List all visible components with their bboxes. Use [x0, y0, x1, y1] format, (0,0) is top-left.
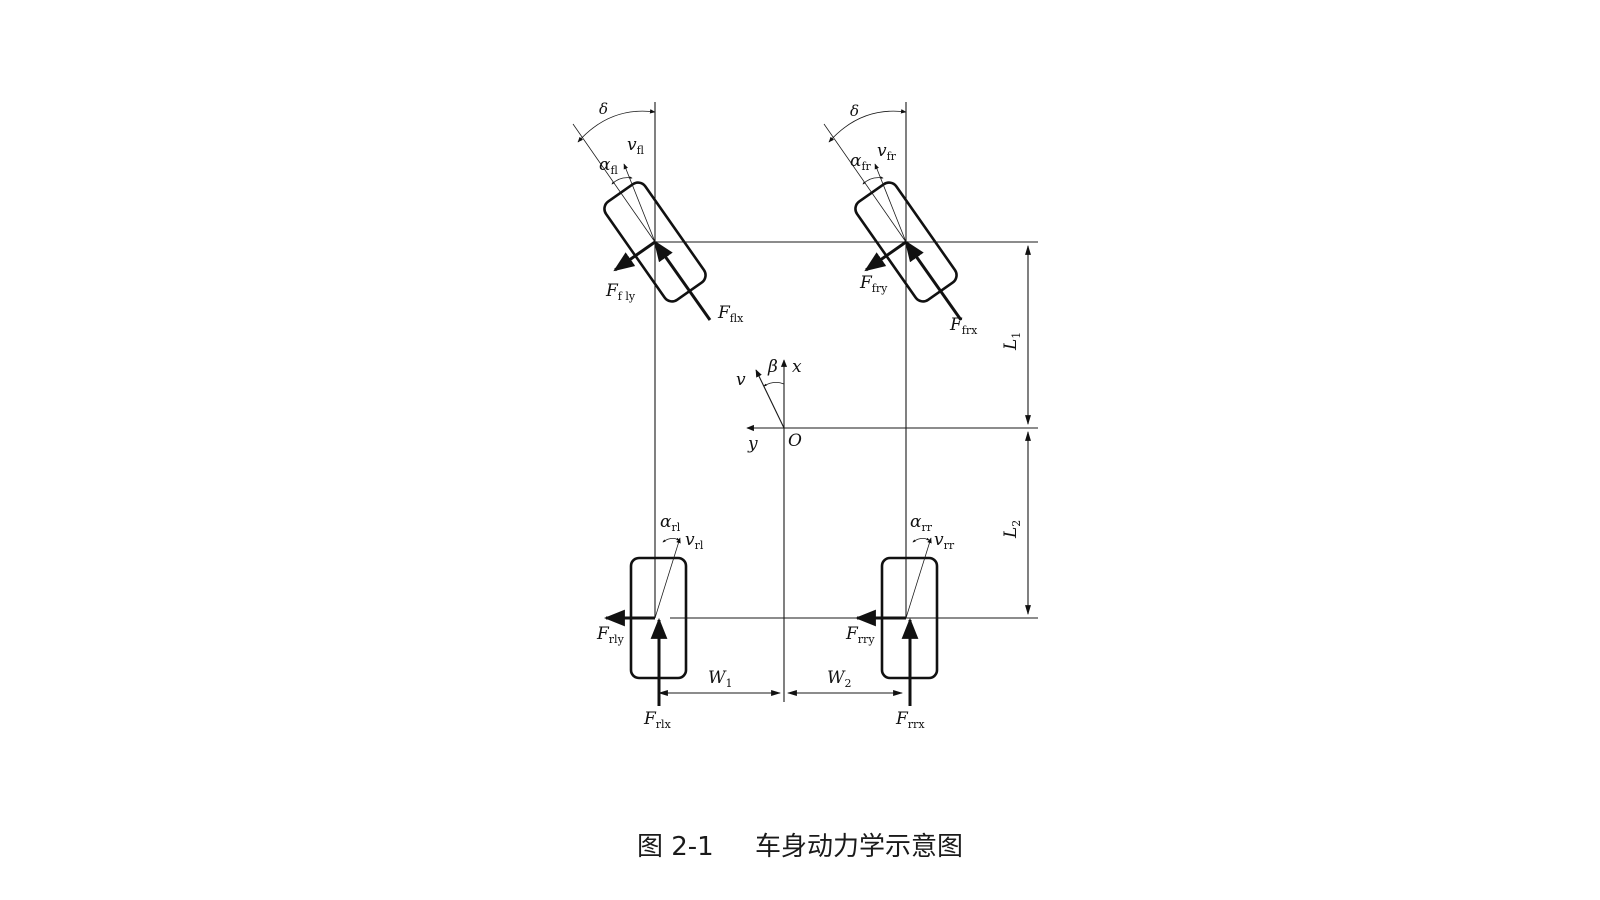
x-axis-label: x [792, 357, 802, 377]
velocity-vector [755, 369, 785, 429]
figure-title: 车身动力学示意图 [755, 832, 964, 862]
l1-label: L1 [1001, 332, 1023, 351]
rear-left-velocity-label: vrl [685, 530, 704, 552]
rear-left-longitudinal-force-label: Frlx [643, 709, 672, 731]
front-right-longitudinal-force [904, 240, 963, 321]
rear-right-velocity-vector [905, 537, 932, 619]
rear-left-velocity-vector [654, 537, 681, 619]
figure-number: 图 2-1 [636, 832, 714, 862]
front-right-steer-angle-arc [828, 109, 907, 143]
front-left-steer-angle-arc [577, 109, 656, 143]
rear-right-wheel: αrr vrr Frry Frrx [845, 512, 955, 731]
front-right-lateral-force [864, 240, 907, 272]
rear-right-slip-angle-label: αrr [910, 512, 933, 534]
front-left-velocity-vector [623, 163, 656, 243]
figure-caption: 图 2-1 车身动力学示意图 [0, 826, 1600, 863]
beta-angle-arc [763, 382, 785, 387]
front-right-velocity-vector [874, 163, 907, 243]
front-left-velocity-label: vfl [627, 135, 645, 157]
rear-right-longitudinal-force-label: Frrx [895, 709, 925, 731]
front-right-steer-angle-label: δ [850, 102, 859, 120]
rear-right-slip-angle-arc [912, 537, 930, 543]
front-left-longitudinal-force [653, 240, 712, 321]
rear-left-slip-angle-label: αrl [660, 512, 681, 534]
l2-label: L2 [1001, 520, 1023, 539]
rear-right-velocity-label: vrr [934, 530, 955, 552]
rear-left-slip-angle-arc [662, 537, 680, 543]
front-left-lateral-force-label: Ff ly [605, 281, 636, 303]
front-right-lateral-force-label: Ffry [859, 273, 888, 295]
rear-left-wheel: αrl vrl Frly Frlx [596, 512, 704, 731]
w1-label: W1 [708, 668, 732, 690]
front-left-wheel: δ vfl αfl Ff ly Fflx [572, 100, 744, 325]
front-right-velocity-label: vfr [877, 141, 897, 163]
front-left-longitudinal-force-label: Fflx [717, 303, 744, 325]
front-right-slip-angle-label: αfr [850, 151, 872, 173]
front-left-slip-angle-arc [611, 176, 633, 185]
y-axis-label: y [747, 434, 758, 454]
velocity-label: v [736, 370, 746, 390]
origin-label: O [788, 431, 802, 451]
rear-right-lateral-force-label: Frry [845, 624, 875, 646]
front-right-wheel: δ vfr αfr Ffry Ffrx [823, 102, 978, 337]
w2-label: W2 [827, 668, 851, 690]
front-left-steer-angle-label: δ [599, 100, 608, 118]
beta-label: β [767, 357, 778, 377]
rear-left-lateral-force-label: Frly [596, 624, 625, 646]
front-left-slip-angle-label: αfl [599, 155, 618, 177]
front-right-longitudinal-force-label: Ffrx [949, 315, 978, 337]
front-left-lateral-force [613, 240, 656, 272]
front-right-slip-angle-arc [862, 176, 884, 185]
